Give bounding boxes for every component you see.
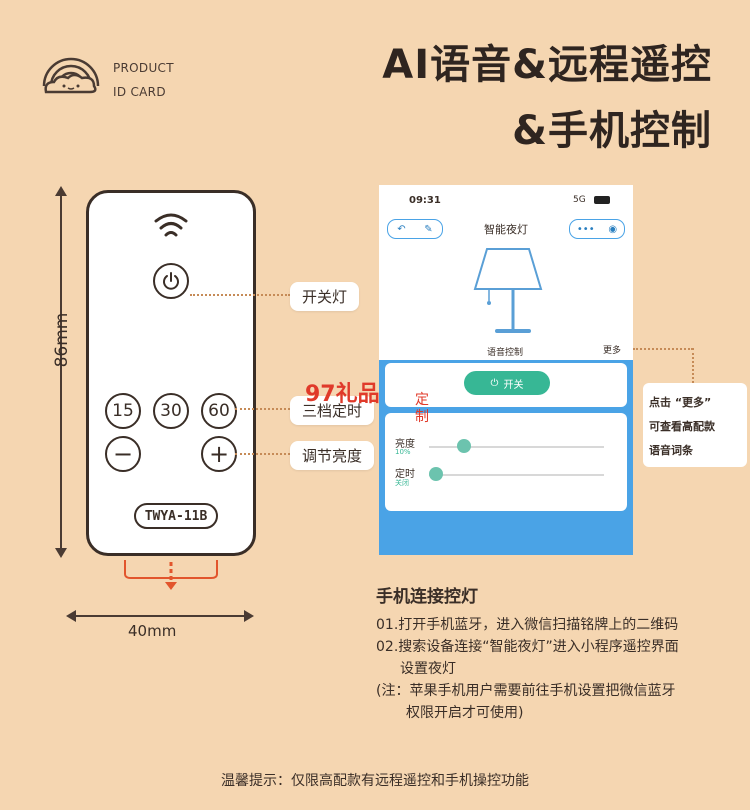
timer-control-label: 定时 — [395, 469, 415, 480]
timer-label: 三档定时 — [290, 396, 375, 425]
watermark-stamp: 97礼品 — [305, 382, 380, 407]
power-button[interactable] — [153, 263, 189, 299]
lamp-icon — [473, 248, 543, 333]
page-title: AI语音&远程遥控 — [382, 42, 712, 88]
more-dots-icon: ••• — [576, 223, 595, 235]
power-small-icon: ⏻ — [490, 377, 499, 389]
timer-60-button[interactable]: 60 — [201, 393, 237, 429]
phone-signal: 5G — [573, 195, 586, 205]
power-leader-line — [190, 294, 290, 296]
brightness-up-button[interactable]: + — [201, 436, 237, 472]
timer-value: 关闭 — [395, 479, 409, 487]
app-title: 智能夜灯 — [484, 223, 528, 236]
battery-icon — [594, 196, 610, 204]
brightness-down-button[interactable]: − — [105, 436, 141, 472]
footer-tip: 温馨提示：仅限高配款有远程遥控和手机操控功能 — [221, 773, 529, 789]
timer-slider-knob[interactable] — [429, 467, 443, 481]
brightness-slider-knob[interactable] — [456, 439, 471, 453]
brightness-value: 10% — [395, 448, 411, 456]
usb-port-icon — [124, 560, 218, 590]
instructions-title: 手机连接控灯 — [376, 587, 478, 607]
height-label: 86mm — [52, 312, 72, 368]
voice-control-label[interactable]: 语音控制 — [487, 348, 524, 358]
dim-arrow-right-icon — [244, 610, 254, 622]
rainbow-cloud-logo-icon — [42, 57, 100, 94]
brightness-control-label: 亮度 — [395, 439, 415, 450]
logo-line2: ID CARD — [113, 85, 166, 99]
width-label: 40mm — [128, 622, 177, 640]
callout-line2: 可查看高配款 — [649, 420, 715, 433]
menu-close-capsule[interactable]: ••• ◉ — [569, 219, 625, 239]
timer-15-button[interactable]: 15 — [105, 393, 141, 429]
dim-arrow-down-icon — [55, 548, 67, 558]
edit-icon: ✎ — [424, 223, 433, 235]
power-label: 开关灯 — [290, 282, 360, 311]
logo-line1: PRODUCT — [113, 61, 174, 75]
step-2-cont: 设置夜灯 — [400, 661, 456, 677]
note: (注：苹果手机用户需要前往手机设置把微信蓝牙 — [376, 683, 676, 699]
instructions-steps: 01.打开手机蓝牙，进入微信扫描铭牌上的二维码 02.搜索设备连接“智能夜灯”进… — [376, 614, 679, 724]
switch-label: 开关 — [503, 379, 524, 391]
height-dimension-line — [60, 188, 62, 556]
nav-back-button[interactable]: ↶✎ — [387, 219, 443, 239]
phone-time: 09:31 — [409, 195, 441, 206]
wifi-signal-icon — [154, 213, 188, 237]
logo-text: PRODUCT ID CARD — [113, 56, 174, 104]
switch-button[interactable]: ⏻ 开关 — [464, 371, 550, 395]
callout-line1: 点击 “更多” — [649, 396, 712, 409]
brightness-leader-line — [235, 453, 290, 455]
controls-card — [385, 413, 627, 511]
timer-slider-track[interactable] — [429, 474, 604, 476]
watermark-side: 定制 — [415, 392, 429, 425]
more-link[interactable]: 更多 — [603, 346, 622, 356]
step-2: 02.搜索设备连接“智能夜灯”进入小程序遥控界面 — [376, 639, 679, 655]
phone-screen: 09:31 5G ↶✎ 智能夜灯 •••◉ 语音控制 更多 ⏻ 开关 亮度 10… — [379, 185, 633, 555]
more-leader-line — [633, 348, 693, 350]
power-icon — [163, 272, 179, 290]
width-dimension-line — [72, 615, 248, 617]
timer-30-button[interactable]: 30 — [153, 393, 189, 429]
more-callout: 点击 “更多” 可查看高配款 语音词条 — [643, 383, 747, 467]
remote-control: 15 30 60 − + TWYA-11B — [86, 190, 256, 556]
callout-line3: 语音词条 — [649, 444, 693, 457]
dim-arrow-left-icon — [66, 610, 76, 622]
more-leader-vertical — [692, 348, 694, 383]
close-circle-icon: ◉ — [608, 223, 618, 235]
back-icon: ↶ — [397, 223, 406, 235]
note-cont: 权限开启才可使用) — [406, 705, 524, 721]
brightness-label: 调节亮度 — [290, 441, 375, 470]
brightness-slider-track[interactable] — [429, 446, 604, 448]
timer-leader-line — [235, 408, 290, 410]
model-badge: TWYA-11B — [134, 503, 218, 529]
page-subtitle: &手机控制 — [512, 108, 712, 154]
step-1: 01.打开手机蓝牙，进入微信扫描铭牌上的二维码 — [376, 617, 679, 633]
